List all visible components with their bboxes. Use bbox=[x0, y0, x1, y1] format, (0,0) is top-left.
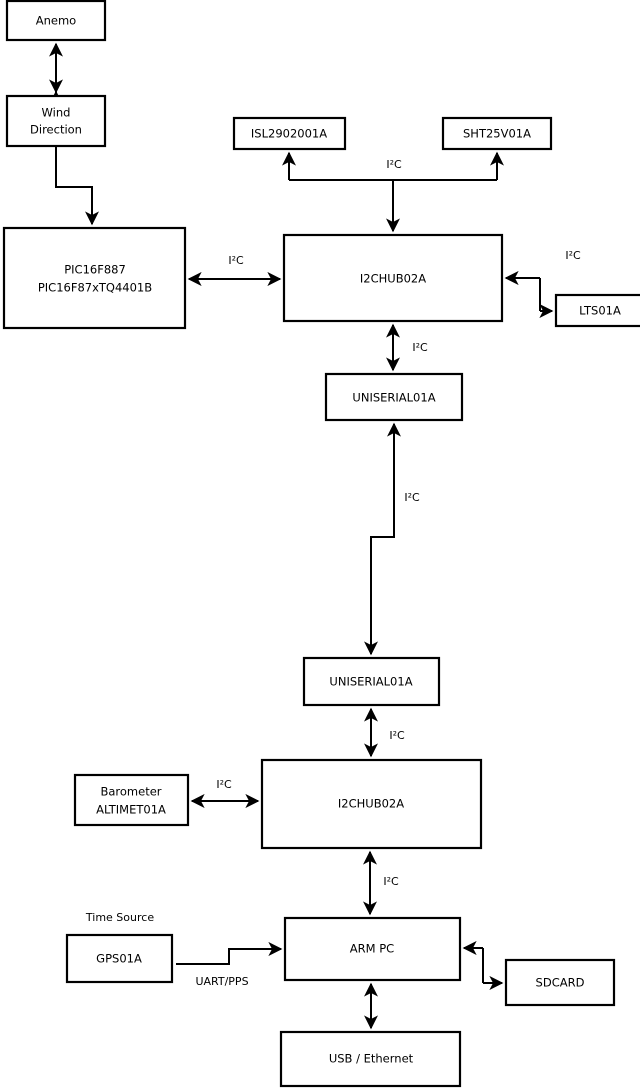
edge-label-hub-top-sensors: I²C bbox=[386, 158, 402, 171]
node-lts01a[interactable]: LTS01A bbox=[554, 293, 640, 328]
node-arm-pc-label: ARM PC bbox=[350, 942, 394, 956]
node-wind-direction-label-line2: Direction bbox=[30, 123, 82, 137]
edge-label-barometer-hub-bottom: I²C bbox=[216, 778, 232, 791]
node-i2chub02a-bottom[interactable]: I2CHUB02A bbox=[260, 758, 483, 850]
node-pic-mcu[interactable]: PIC16F887 PIC16F87xTQ4401B bbox=[2, 226, 187, 330]
node-uniserial01a-upper[interactable]: UNISERIAL01A bbox=[324, 372, 464, 422]
edge-label-hub-bottom-armpc: I²C bbox=[383, 875, 399, 888]
node-barometer-label-line1: Barometer bbox=[100, 785, 161, 799]
node-barometer[interactable]: Barometer ALTIMET01A bbox=[73, 773, 190, 827]
node-i2chub02a-top-label: I2CHUB02A bbox=[360, 272, 426, 286]
connectors bbox=[49, 42, 554, 1030]
edge-uniserial-up-down bbox=[364, 422, 401, 656]
node-sdcard-label: SDCARD bbox=[536, 976, 585, 990]
node-uniserial01a-upper-label: UNISERIAL01A bbox=[352, 391, 435, 405]
node-pic-mcu-label-line1: PIC16F887 bbox=[64, 263, 126, 277]
node-i2chub02a-top[interactable]: I2CHUB02A bbox=[282, 233, 504, 323]
node-barometer-label-line2: ALTIMET01A bbox=[96, 803, 166, 817]
edge-labels: I²C I²C I²C I²C I²C I²C I²C I²C UART/PPS bbox=[195, 158, 581, 988]
time-source-label: Time Source bbox=[85, 911, 154, 924]
node-i2chub02a-bottom-label: I2CHUB02A bbox=[338, 797, 404, 811]
node-anemo[interactable]: Anemo bbox=[5, 0, 107, 42]
node-lts01a-label: LTS01A bbox=[579, 304, 621, 318]
node-usb-ethernet-label: USB / Ethernet bbox=[329, 1052, 414, 1066]
node-sht25v01a-label: SHT25V01A bbox=[463, 127, 531, 141]
node-uniserial01a-lower-label: UNISERIAL01A bbox=[329, 675, 412, 689]
node-isl2902001a-label: ISL2902001A bbox=[251, 127, 327, 141]
edge-label-uniserial-uniserial: I²C bbox=[404, 491, 420, 504]
node-arm-pc[interactable]: ARM PC bbox=[283, 916, 462, 982]
edge-label-uniserial-hub-bottom: I²C bbox=[389, 729, 405, 742]
node-gps01a-label: GPS01A bbox=[96, 952, 142, 966]
node-sht25v01a[interactable]: SHT25V01A bbox=[441, 116, 553, 151]
node-isl2902001a[interactable]: ISL2902001A bbox=[232, 116, 347, 151]
node-sdcard[interactable]: SDCARD bbox=[504, 958, 616, 1007]
node-usb-ethernet[interactable]: USB / Ethernet bbox=[279, 1030, 462, 1088]
node-wind-direction-label-line1: Wind bbox=[42, 106, 71, 120]
node-pic-mcu-label-line2: PIC16F87xTQ4401B bbox=[38, 281, 152, 295]
edge-label-hub-top-uniserial: I²C bbox=[412, 341, 428, 354]
free-labels: Time Source bbox=[85, 911, 154, 924]
node-anemo-label: Anemo bbox=[36, 14, 76, 28]
edge-label-gps-armpc: UART/PPS bbox=[195, 975, 248, 988]
node-gps01a[interactable]: GPS01A bbox=[65, 933, 174, 984]
edge-label-pic-hub-top: I²C bbox=[228, 254, 244, 267]
node-uniserial01a-lower[interactable]: UNISERIAL01A bbox=[302, 656, 441, 707]
node-wind-direction[interactable]: Wind Direction bbox=[5, 94, 107, 148]
edge-label-hub-top-lts: I²C bbox=[565, 249, 581, 262]
edge-gps-armpc bbox=[176, 942, 283, 965]
